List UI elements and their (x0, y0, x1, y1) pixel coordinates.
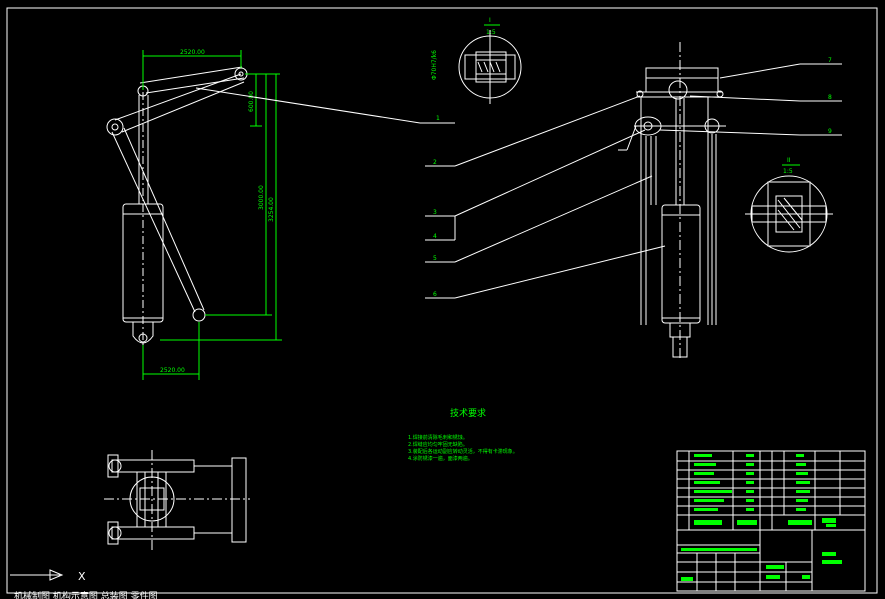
note-2: 2.焊缝应均匀牢固无缺陷。 (408, 441, 468, 448)
balloon-5: 5 (433, 255, 437, 262)
note-3: 3.装配后各运动副应转动灵活，不得有卡滞现象。 (408, 448, 518, 455)
detail-i: I 1:5 Φ70H7/k6 (431, 17, 522, 104)
leader-lines: 7 8 9 2 3 4 5 6 (425, 57, 842, 299)
balloon-4: 4 (433, 233, 437, 240)
balloon-3: 3 (433, 209, 437, 216)
detail-i-scale: 1:5 (486, 29, 496, 36)
detail-ii-label: II (787, 157, 791, 164)
elevation-view (106, 60, 248, 350)
plan-view (104, 450, 250, 550)
axis-x-label: X (78, 570, 86, 583)
dim-top-width: 2520.00 (180, 49, 205, 56)
notes-title: 技术要求 (450, 407, 486, 419)
balloon-2: 2 (433, 159, 437, 166)
dim-bottom-width: 2520.00 (160, 367, 185, 374)
balloon-9: 9 (828, 128, 832, 135)
note-1: 1.焊接前清除毛刺和锈蚀。 (408, 434, 468, 441)
dim-short-height: 600.00 (248, 91, 255, 112)
title-block (676, 450, 866, 592)
dimension-lines: 2520.00 600.00 3000.00 3254.00 2520.00 (142, 49, 282, 380)
detail-ii: II 1:5 (745, 157, 833, 253)
balloon-6: 6 (433, 291, 437, 298)
title-block-text (681, 548, 842, 581)
bottom-strip-text: 机械制图 机构示意图 总装图 零件图 (14, 590, 158, 599)
dim-total-height: 3254.00 (268, 197, 275, 222)
parts-list-text (694, 454, 836, 527)
technical-notes: 技术要求 1.焊接前清除毛刺和锈蚀。 2.焊缝应均匀牢固无缺陷。 3.装配后各运… (408, 407, 518, 462)
detail-ii-scale: 1:5 (783, 168, 793, 175)
balloon-7: 7 (828, 57, 832, 64)
detail-i-dim: Φ70H7/k6 (431, 50, 438, 80)
balloon-1: 1 (436, 115, 440, 122)
ucs-axis-icon: X (10, 569, 86, 583)
parts-list-grid (677, 451, 865, 531)
dim-mid-height: 3000.00 (258, 185, 265, 210)
note-4: 4.涂防锈漆一遍，面漆两遍。 (408, 455, 473, 462)
side-view (634, 42, 726, 360)
balloon-8: 8 (828, 94, 832, 101)
detail-i-label: I (489, 17, 491, 24)
